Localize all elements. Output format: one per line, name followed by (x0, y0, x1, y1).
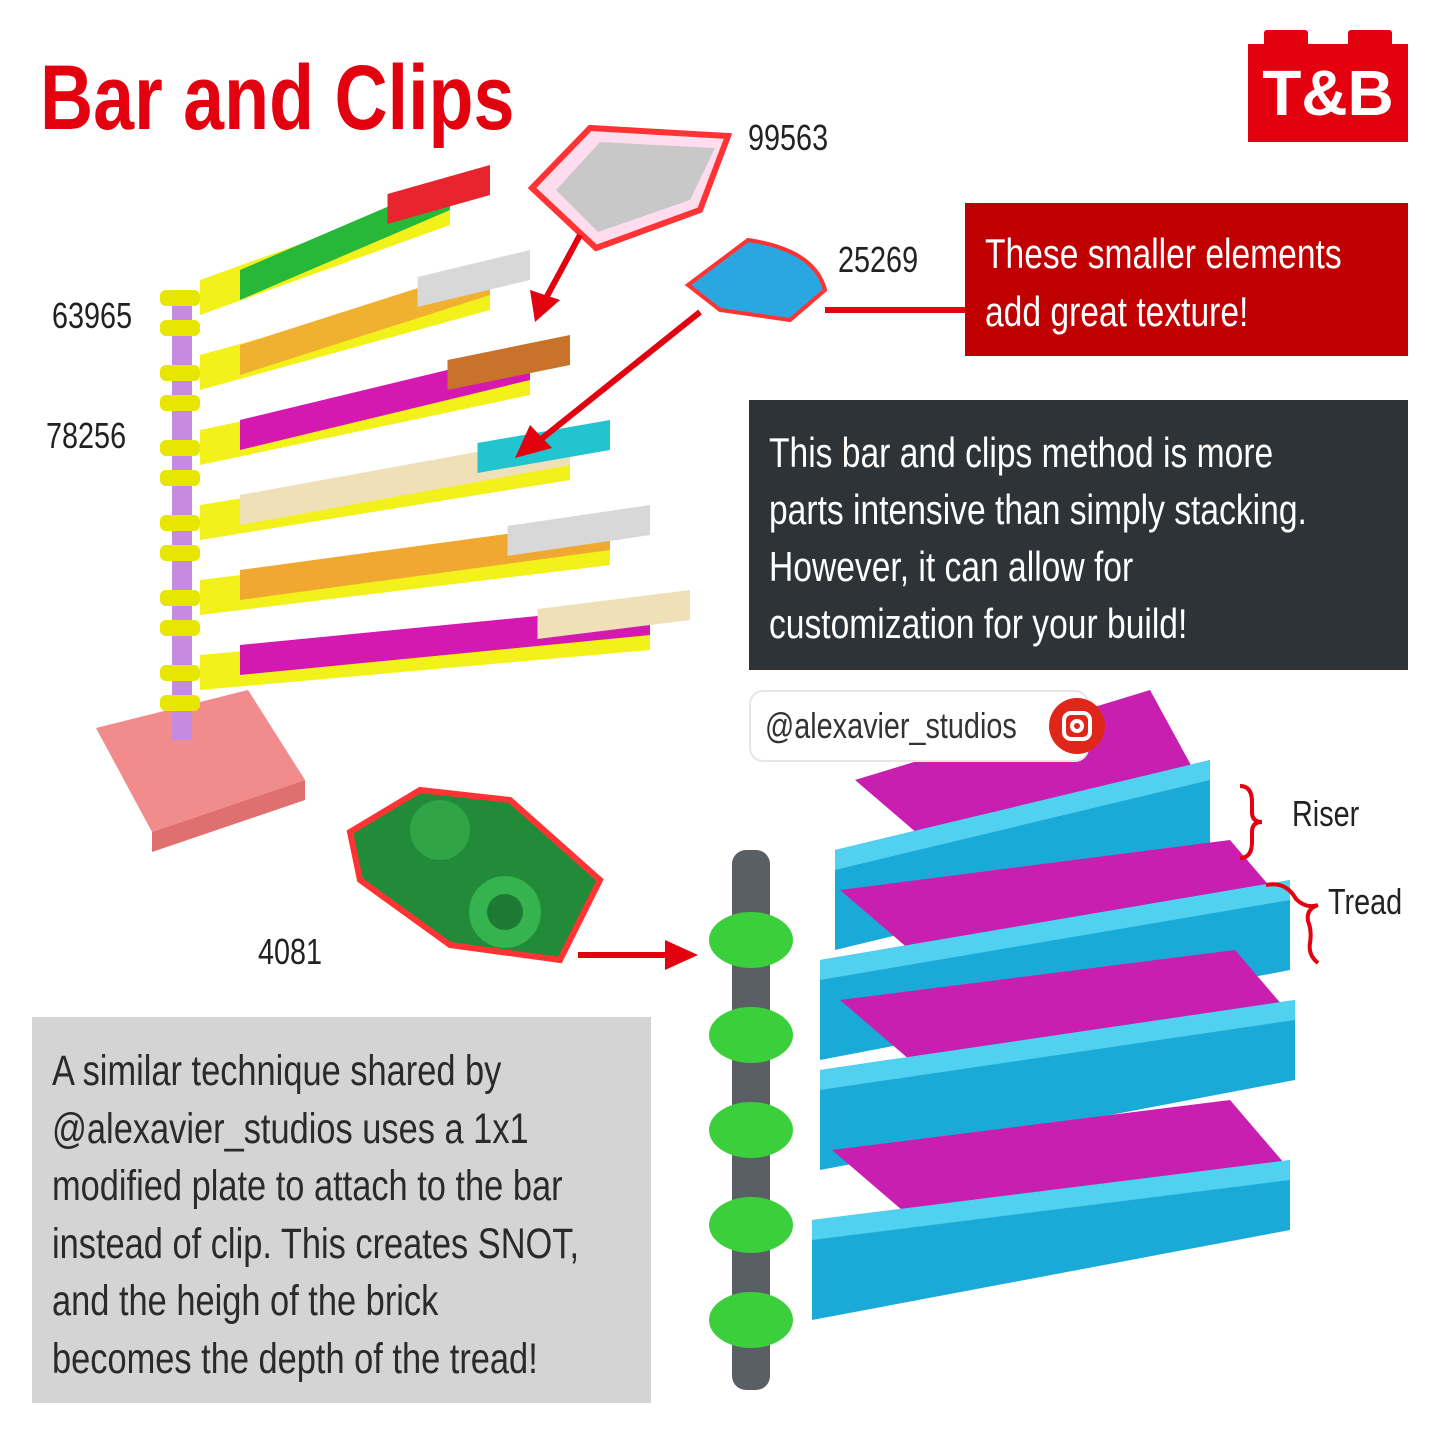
clip (160, 290, 200, 306)
clip (160, 515, 200, 531)
clip (160, 320, 200, 336)
part-number-4081: 4081 (258, 931, 323, 972)
tread-top (812, 1160, 1290, 1240)
modified-plate-ring (709, 1102, 793, 1158)
callout-line: instead of clip. This creates SNOT, (52, 1219, 580, 1268)
part-number-25269: 25269 (838, 239, 919, 280)
riser-tile (840, 840, 1290, 950)
part-4081-plate (346, 786, 604, 964)
callout-line: @alexavier_studios uses a 1x1 (52, 1104, 529, 1153)
tread-brick (820, 1000, 1295, 1170)
modified-plate-ring (709, 912, 793, 968)
callout-line: parts intensive than simply stacking. (769, 486, 1307, 533)
page-title: Bar and Clips (40, 47, 515, 149)
left-step-accent (507, 505, 650, 556)
callout-line: These smaller elements (985, 230, 1342, 277)
clip (160, 695, 200, 711)
clip (160, 590, 200, 606)
left-step-accent (387, 165, 490, 224)
bar-and-clips-staircase (96, 165, 690, 852)
callout-line: becomes the depth of the tread! (52, 1334, 538, 1383)
instagram-handle: @alexavier_studios (749, 690, 1105, 762)
clip (160, 395, 200, 411)
modified-plate-ring (709, 1007, 793, 1063)
left-step-accent (417, 250, 530, 307)
riser-tile (832, 1100, 1290, 1210)
tb-logo: T&B (1248, 30, 1408, 142)
clip (160, 470, 200, 486)
left-step-accent (447, 335, 570, 390)
label-tread: Tread (1328, 881, 1403, 922)
callout-method: This bar and clips method is more parts … (749, 400, 1408, 670)
callout-line: This bar and clips method is more (769, 429, 1274, 476)
modified-plate-staircase (709, 690, 1295, 1390)
callout-snot-technique: A similar technique shared by @alexavier… (32, 1017, 651, 1403)
callout-line: modified plate to attach to the bar (52, 1162, 563, 1210)
tread-top (835, 760, 1210, 870)
callout-line: A similar technique shared by (52, 1047, 502, 1095)
callout-line: and the heigh of the brick (52, 1277, 439, 1325)
part-number-99563: 99563 (748, 117, 829, 158)
callout-line: add great texture! (985, 288, 1249, 335)
pointer-arrows (515, 233, 1320, 970)
part-99563-ingot (527, 124, 733, 252)
tread-brick (812, 1160, 1290, 1320)
tread-top (820, 1000, 1295, 1090)
instagram-icon (1049, 698, 1105, 754)
part-number-78256: 78256 (46, 415, 127, 456)
label-riser: Riser (1292, 793, 1360, 834)
callout-line: However, it can allow for (769, 543, 1134, 590)
modified-plate-ring (709, 1292, 793, 1348)
clip (160, 440, 200, 456)
part-25269-quarter-tile (684, 237, 828, 323)
clip (160, 545, 200, 561)
modified-plate-ring (709, 1197, 793, 1253)
callout-line: customization for your build! (769, 600, 1188, 647)
callout-texture: These smaller elements add great texture… (965, 203, 1408, 356)
riser-tile (840, 950, 1295, 1060)
clip (160, 620, 200, 636)
part-number-63965: 63965 (52, 295, 133, 336)
clip (160, 365, 200, 381)
clip (160, 665, 200, 681)
left-step-accent (537, 590, 690, 639)
tread-top (820, 880, 1290, 980)
